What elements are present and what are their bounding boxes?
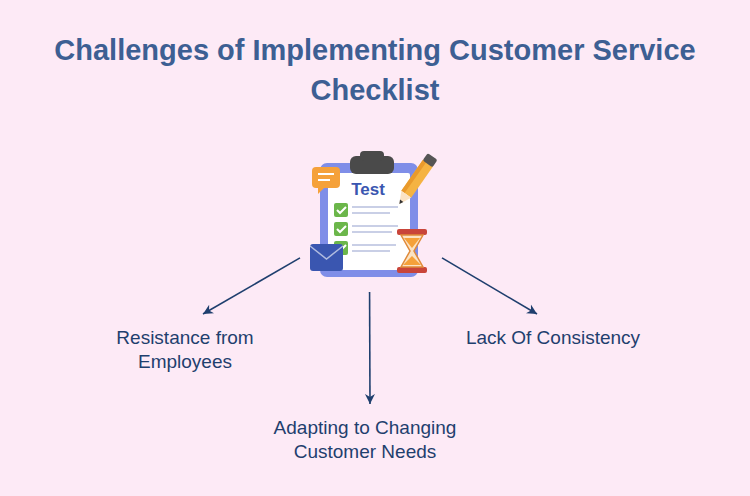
icon-caption: Test xyxy=(300,180,442,200)
arrow-connector xyxy=(442,258,537,314)
diagram-title: Challenges of Implementing Customer Serv… xyxy=(25,30,725,110)
challenge-text: Adapting to Changing Customer Needs xyxy=(251,416,479,464)
challenge-label: Adapting to Changing Customer Needs xyxy=(245,404,485,470)
clipboard-icon: Test xyxy=(300,150,442,292)
arrow-connector xyxy=(369,292,371,404)
challenge-label: Lack Of Consistency xyxy=(423,314,683,356)
challenge-text: Resistance from Employees xyxy=(96,326,274,374)
challenge-text: Lack Of Consistency xyxy=(429,326,677,350)
arrow-connector xyxy=(203,258,300,314)
challenge-label: Resistance from Employees xyxy=(90,314,280,380)
